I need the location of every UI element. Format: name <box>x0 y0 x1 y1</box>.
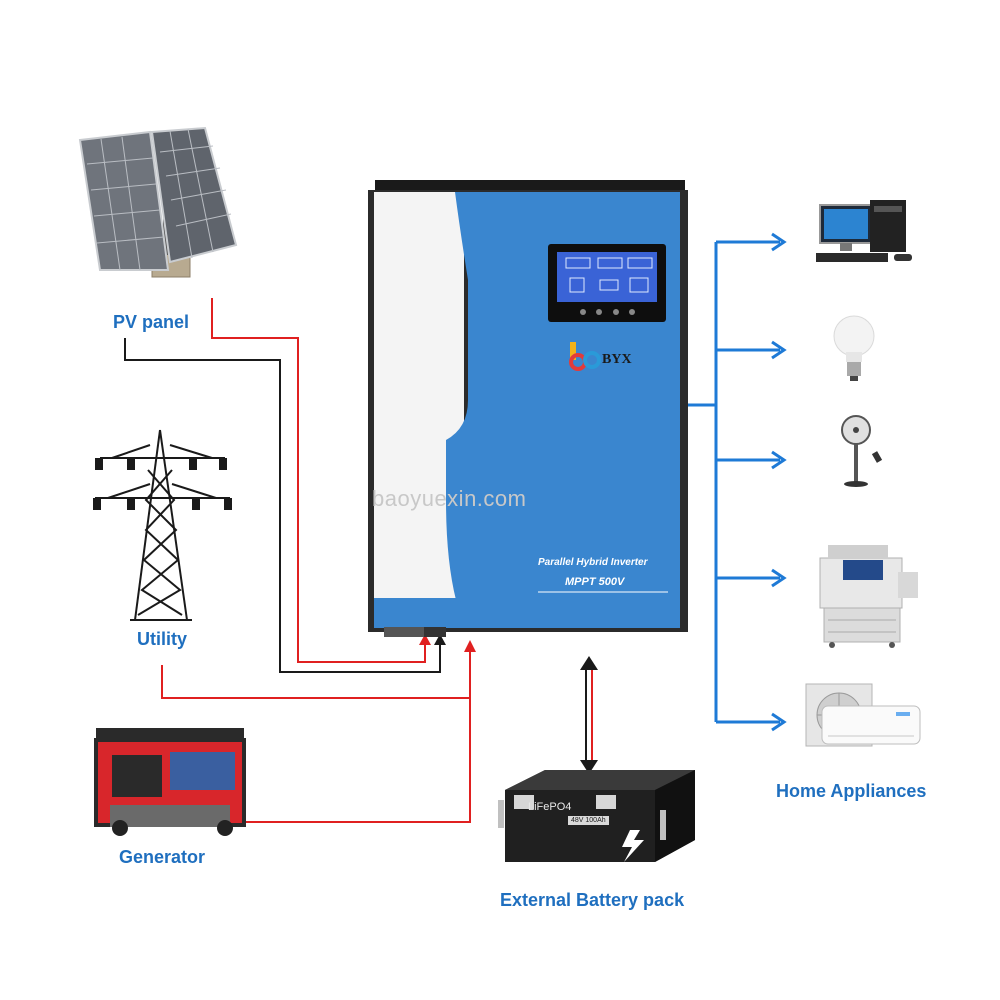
battery-rating: 48V 100Ah <box>568 816 609 825</box>
inverter-model-line2: MPPT 500V <box>565 576 625 588</box>
battery-chemistry: LiFePO4 <box>528 801 572 813</box>
utility-red-wire <box>161 645 471 699</box>
generator-red-wire <box>245 698 471 823</box>
lcd-button-3 <box>613 309 619 315</box>
power-tower-icon <box>93 429 232 621</box>
pv-red-wire <box>211 298 426 663</box>
wires <box>124 298 593 823</box>
byx-logo <box>569 342 601 371</box>
computer-icon <box>816 200 912 262</box>
air-conditioner-icon <box>805 683 921 747</box>
brand-name: BYX <box>602 352 632 367</box>
battery-arrow-up <box>580 656 598 670</box>
input-arrows <box>419 634 598 774</box>
generator-icon <box>94 728 246 836</box>
generator-label: Generator <box>119 847 206 867</box>
lcd-button-2 <box>596 309 602 315</box>
pv-panel-label: PV panel <box>113 312 190 332</box>
light-bulb-icon <box>833 315 875 381</box>
inverter <box>368 180 688 637</box>
fan-icon <box>841 415 883 487</box>
inverter-model-line1: Parallel Hybrid Inverter <box>538 557 648 568</box>
home-appliances-label: Home Appliances <box>776 781 927 801</box>
watermark: baoyuexin.com <box>372 486 527 511</box>
pv-black-wire <box>124 338 441 673</box>
output-arrows <box>680 232 787 732</box>
battery-label: External Battery pack <box>500 890 685 910</box>
solar-panel-icon <box>78 126 238 278</box>
lcd-button-1 <box>580 309 586 315</box>
battery-arrow-down <box>580 760 598 774</box>
utility-label: Utility <box>137 629 188 649</box>
lcd-button-4 <box>629 309 635 315</box>
printer-icon <box>819 545 918 648</box>
